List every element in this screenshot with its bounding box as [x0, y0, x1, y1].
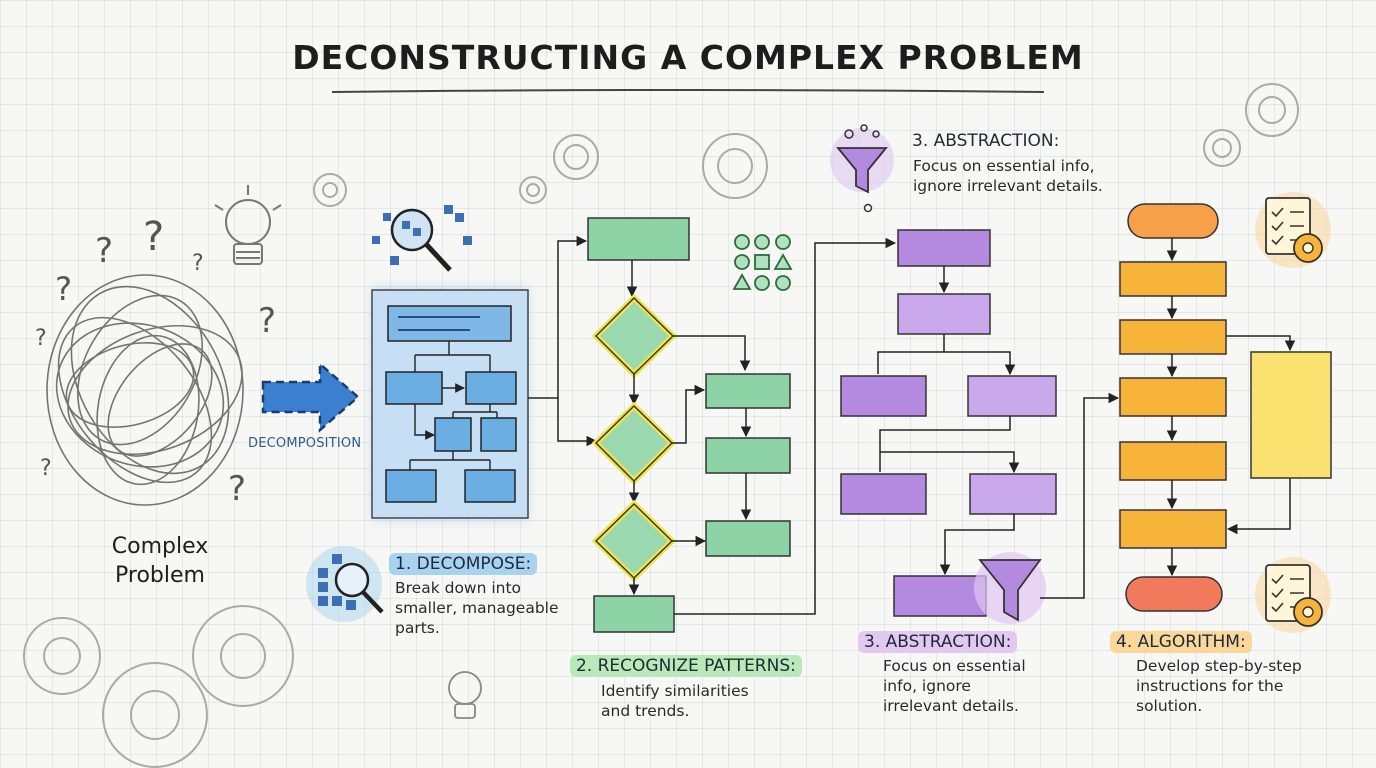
checklist-gear-icon — [1255, 192, 1331, 268]
gear-icon — [23, 83, 1299, 768]
step-3-body: Focus on essential info, ignore irreleva… — [883, 657, 1026, 715]
funnel-icon — [830, 124, 894, 213]
complex-problem-label: Complex Problem — [111, 534, 209, 588]
question-mark-icon: ? ? ? ? ? ? ? ? — [35, 214, 276, 509]
step-3-top-body: Focus on essential info, ignore irreleva… — [913, 157, 1103, 195]
svg-text:?: ? — [228, 469, 246, 509]
lightbulb-icon — [448, 671, 482, 719]
step-4-heading: 4. ALGORITHM: — [1110, 631, 1252, 653]
svg-text:?: ? — [95, 231, 113, 271]
page-title: DECONSTRUCTING A COMPLEX PROBLEM — [292, 38, 1084, 77]
decompose-magnifier-icon — [306, 546, 384, 622]
abstraction-flow — [840, 229, 1057, 624]
connector-lines — [674, 237, 897, 615]
decomposition-label: DECOMPOSITION — [248, 436, 362, 451]
svg-text:?: ? — [35, 326, 47, 351]
step-2-heading: 2. RECOGNIZE PATTERNS: — [570, 655, 802, 677]
checklist-gear-icon — [1255, 557, 1331, 633]
svg-text:?: ? — [258, 301, 276, 341]
step-1-body: Break down into smaller, manageable part… — [395, 579, 559, 637]
algorithm-flow — [1119, 203, 1332, 612]
connector-lines — [1040, 392, 1120, 599]
pattern-flow — [587, 217, 791, 633]
connector-lines — [528, 235, 598, 447]
svg-text:?: ? — [55, 270, 72, 308]
title-underline — [331, 89, 1045, 93]
decompose-panel — [371, 289, 529, 519]
decomposition-arrow — [261, 361, 360, 433]
scribble-tangle — [46, 274, 244, 506]
step-4-body: Develop step-by-step instructions for th… — [1136, 657, 1302, 715]
step-1-heading: 1. DECOMPOSE: — [389, 553, 538, 575]
svg-text:?: ? — [192, 251, 204, 276]
step-3-top-heading: 3. ABSTRACTION: — [912, 131, 1060, 151]
magnifier-icon — [372, 205, 472, 272]
svg-text:?: ? — [143, 214, 164, 260]
svg-text:?: ? — [40, 456, 52, 481]
lightbulb-icon — [214, 185, 282, 265]
shapes-icon — [732, 234, 793, 291]
step-2-body: Identify similarities and trends. — [601, 682, 749, 720]
step-3-heading: 3. ABSTRACTION: — [858, 631, 1018, 653]
